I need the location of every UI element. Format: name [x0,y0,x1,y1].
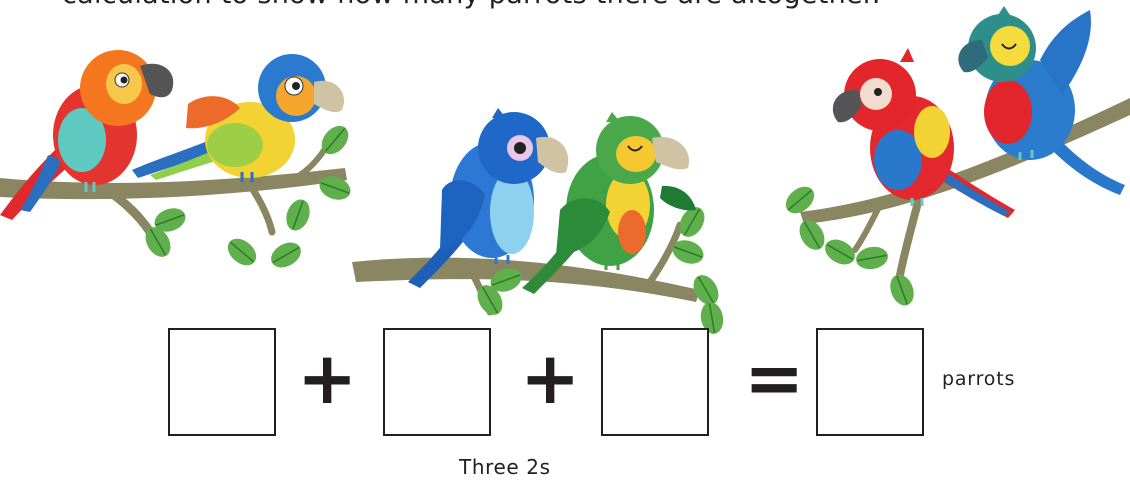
parrots-illustration [0,6,1130,337]
plus-sign: + [297,336,358,420]
parrot-left-2 [132,54,345,182]
plus-sign: + [520,336,581,420]
leaf [265,236,307,274]
leaf [281,195,315,235]
leaf [221,232,263,272]
answer-box-2[interactable] [383,328,491,436]
parrot-middle-2 [522,112,696,294]
parrot-middle-1 [408,108,569,288]
unit-label: parrots [942,368,1016,390]
parrot-left-1 [0,50,174,220]
left-branch [0,119,355,274]
parrot-right-2 [958,6,1125,195]
hint-text: Three 2s [459,455,551,479]
middle-branch [352,201,727,337]
equals-sign: = [744,336,805,420]
answer-box-3[interactable] [601,328,709,436]
answer-box-1[interactable] [168,328,276,436]
parrot-right-1 [832,48,1015,218]
right-branch [779,98,1130,310]
instruction-text: calculation to show how many parrots the… [62,0,881,10]
answer-box-total[interactable] [816,328,924,436]
leaf [885,270,919,310]
leaf [819,233,861,271]
